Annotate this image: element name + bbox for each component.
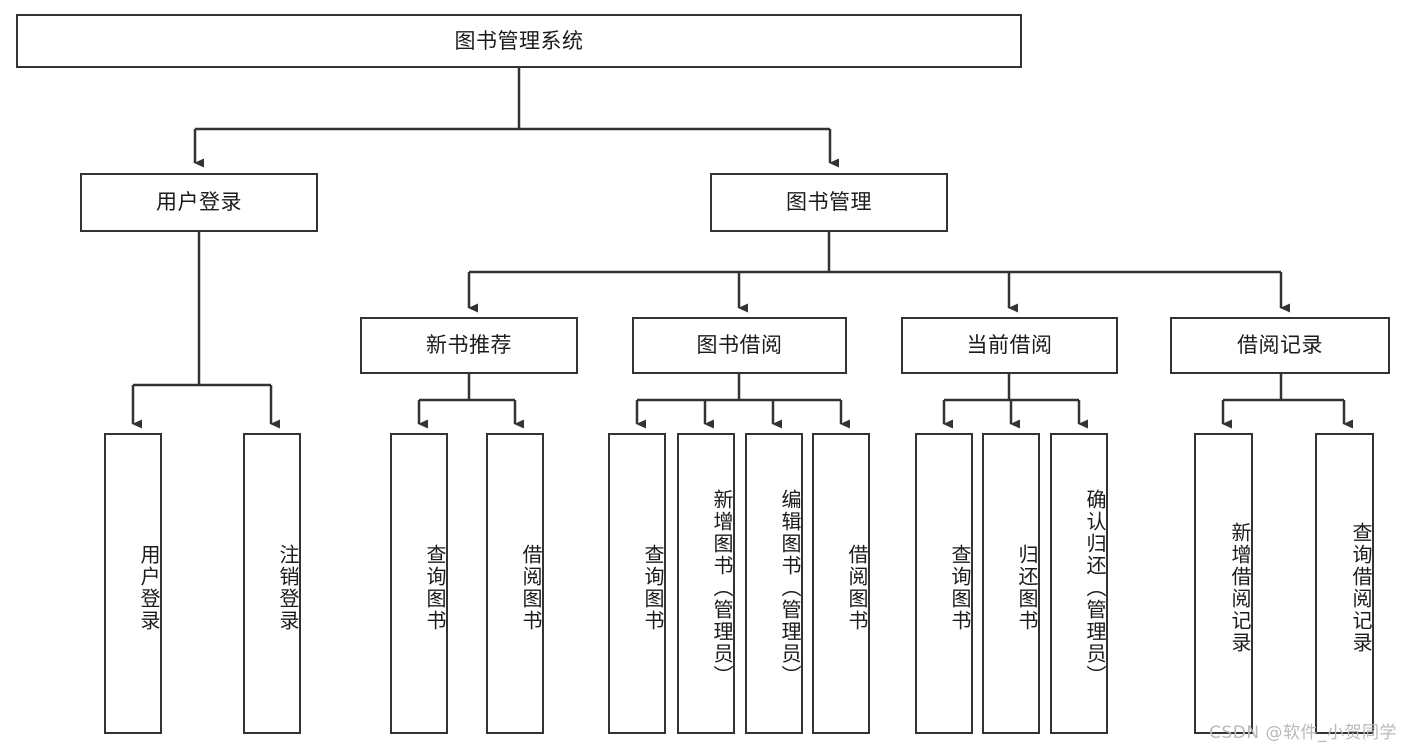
leaf-query-book-borrow[interactable]: 查询图书 xyxy=(608,433,666,734)
node-label: 新增图书（管理员） xyxy=(710,488,734,687)
node-root-system[interactable]: 图书管理系统 xyxy=(16,14,1022,68)
node-label: 新书推荐 xyxy=(426,333,512,358)
node-new-book-recommend[interactable]: 新书推荐 xyxy=(360,317,578,374)
node-label: 新增借阅记录 xyxy=(1228,521,1252,654)
node-book-management[interactable]: 图书管理 xyxy=(710,173,948,232)
leaf-logout[interactable]: 注销登录 xyxy=(243,433,301,734)
node-label: 查询图书 xyxy=(423,543,447,632)
leaf-return-book[interactable]: 归还图书 xyxy=(982,433,1040,734)
node-label: 归还图书 xyxy=(1015,543,1039,632)
node-label: 图书管理 xyxy=(786,190,872,215)
node-label: 借阅记录 xyxy=(1237,333,1323,358)
node-user-login[interactable]: 用户登录 xyxy=(80,173,318,232)
leaf-borrow-book[interactable]: 借阅图书 xyxy=(812,433,870,734)
node-book-borrow[interactable]: 图书借阅 xyxy=(632,317,847,374)
csdn-watermark: CSDN @软件_小贺同学 xyxy=(1209,723,1397,743)
leaf-borrow-book-recommend[interactable]: 借阅图书 xyxy=(486,433,544,734)
node-label: 借阅图书 xyxy=(845,543,869,632)
node-label: 查询图书 xyxy=(948,543,972,632)
leaf-query-book-recommend[interactable]: 查询图书 xyxy=(390,433,448,734)
node-label: 用户登录 xyxy=(156,190,242,215)
leaf-edit-book-admin[interactable]: 编辑图书（管理员） xyxy=(745,433,803,734)
node-borrow-record[interactable]: 借阅记录 xyxy=(1170,317,1390,374)
node-label: 查询图书 xyxy=(641,543,665,632)
node-label: 图书借阅 xyxy=(696,333,783,358)
node-label: 查询借阅记录 xyxy=(1349,521,1373,654)
leaf-add-borrow-record[interactable]: 新增借阅记录 xyxy=(1194,433,1253,734)
leaf-confirm-return-admin[interactable]: 确认归还（管理员） xyxy=(1050,433,1108,734)
leaf-query-borrow-record[interactable]: 查询借阅记录 xyxy=(1315,433,1374,734)
node-label: 用户登录 xyxy=(137,543,161,632)
node-label: 当前借阅 xyxy=(966,333,1053,358)
node-label: 编辑图书（管理员） xyxy=(778,488,802,687)
node-label: 借阅图书 xyxy=(519,543,543,632)
node-label: 图书管理系统 xyxy=(454,28,584,53)
node-label: 注销登录 xyxy=(276,543,300,632)
leaf-query-book-current[interactable]: 查询图书 xyxy=(915,433,973,734)
leaf-add-book-admin[interactable]: 新增图书（管理员） xyxy=(677,433,735,734)
node-current-borrow[interactable]: 当前借阅 xyxy=(901,317,1118,374)
leaf-user-login[interactable]: 用户登录 xyxy=(104,433,162,734)
node-label: 确认归还（管理员） xyxy=(1083,488,1107,687)
